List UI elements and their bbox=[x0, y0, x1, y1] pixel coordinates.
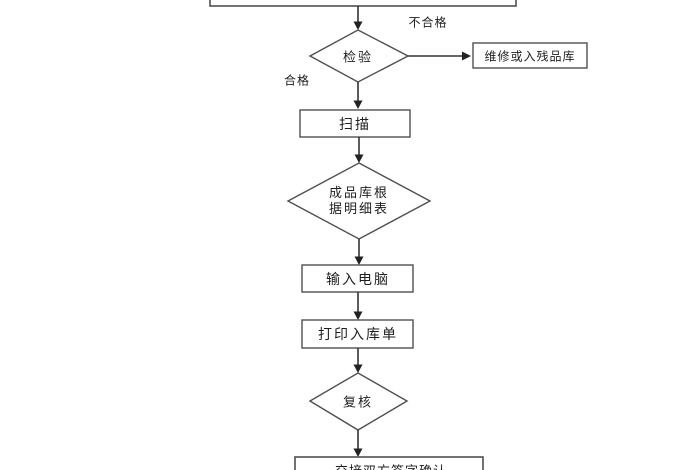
arrowhead-scan-to-warehouse bbox=[354, 154, 364, 163]
repair-box-shape bbox=[472, 42, 588, 69]
arrowhead-inspect-to-scan bbox=[353, 100, 363, 109]
arrowhead-warehouse-to-input bbox=[354, 256, 364, 265]
repair-box-label: 维修或入残品库 bbox=[484, 49, 576, 64]
input-box-shape bbox=[301, 264, 414, 293]
arrowhead-top-to-inspect bbox=[353, 21, 363, 30]
scan-box-label: 扫描 bbox=[339, 116, 371, 132]
arrowhead-print-to-review bbox=[353, 364, 363, 373]
print-box-label: 打印入库单 bbox=[318, 326, 398, 342]
print-box-shape bbox=[301, 319, 414, 349]
warehouse-diamond-label-line1: 成品库根 bbox=[328, 185, 390, 200]
arrowhead-review-to-handover bbox=[353, 448, 363, 457]
arrowhead-input-to-print bbox=[353, 311, 363, 320]
review-diamond-label: 复核 bbox=[342, 394, 374, 410]
pass-branch-label: 合格 bbox=[283, 73, 311, 88]
arrowhead-inspect-to-repair bbox=[462, 51, 471, 61]
warehouse-diamond-label-line2: 据明细表 bbox=[328, 201, 390, 216]
inspect-diamond-label: 检验 bbox=[342, 49, 374, 65]
warehouse-diamond-label: 成品库根 据明细表 bbox=[329, 185, 389, 217]
input-box-label: 输入电脑 bbox=[326, 271, 390, 287]
handover-box-shape bbox=[294, 456, 484, 470]
handover-box-label: 交接双方签字确认 bbox=[335, 461, 447, 470]
fail-branch-label: 不合格 bbox=[408, 15, 448, 30]
scan-box-shape bbox=[299, 109, 411, 138]
top-box-shape bbox=[209, 0, 517, 7]
